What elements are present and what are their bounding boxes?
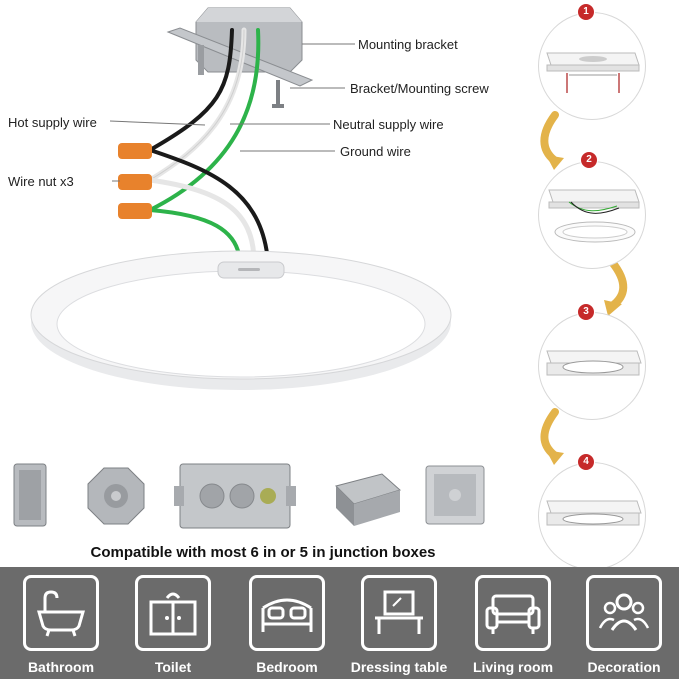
room-bedroom: Bedroom [232, 575, 342, 675]
people-icon [586, 575, 662, 651]
step-2-panel [538, 161, 646, 269]
room-label: Decoration [587, 659, 661, 675]
room-label: Bedroom [256, 659, 318, 675]
junction-box-double-gang-icon [174, 463, 296, 529]
label-mounting-bracket: Mounting bracket [358, 37, 458, 52]
step-badge-2: 2 [580, 151, 598, 169]
junction-box-octagon-icon [87, 467, 145, 525]
label-wire-nut: Wire nut x3 [8, 174, 74, 189]
ceiling-light [30, 250, 452, 390]
junction-box-gallery [0, 456, 526, 566]
step-1-illustration [546, 52, 640, 93]
label-hot-wire: Hot supply wire [8, 115, 97, 130]
toilet-icon [135, 575, 211, 651]
wires [147, 27, 270, 265]
step-3-panel [538, 312, 646, 420]
room-dressing-table: Dressing table [344, 575, 454, 675]
bed-icon [249, 575, 325, 651]
step-badge-1: 1 [577, 3, 595, 21]
step-badge-4: 4 [577, 453, 595, 471]
room-toilet: Toilet [118, 575, 228, 675]
room-bathroom: Bathroom [6, 575, 116, 675]
room-label: Bathroom [27, 659, 95, 675]
label-bracket-screw: Bracket/Mounting screw [350, 81, 489, 96]
wiring-diagram [30, 7, 452, 390]
leader-lines [109, 43, 355, 182]
room-label: Living room [472, 659, 554, 675]
sofa-icon [475, 575, 551, 651]
step-4-illustration [546, 500, 642, 526]
label-ground-wire: Ground wire [340, 144, 411, 159]
applications-bar: Bathroom Toilet Bedroom [0, 567, 679, 679]
dressing-table-icon [361, 575, 437, 651]
junction-box-angled-icon [335, 473, 401, 526]
step-badge-3: 3 [577, 303, 595, 321]
junction-box-square-icon [425, 465, 485, 525]
wire-nut-icon [118, 143, 152, 219]
bathtub-icon [23, 575, 99, 651]
room-living-room: Living room [458, 575, 568, 675]
step-arrows [540, 111, 628, 465]
room-decoration: Decoration [572, 575, 676, 675]
step-3-illustration [546, 350, 642, 376]
label-neutral-wire: Neutral supply wire [333, 117, 444, 132]
step-1-panel [538, 12, 646, 120]
step-2-illustration [548, 189, 640, 243]
compatibility-note: Compatible with most 6 in or 5 in juncti… [90, 544, 436, 561]
room-label: Toilet [154, 659, 192, 675]
step-4-panel [538, 462, 646, 570]
room-label: Dressing table [350, 659, 448, 675]
junction-box-rectangular-icon [13, 463, 47, 527]
